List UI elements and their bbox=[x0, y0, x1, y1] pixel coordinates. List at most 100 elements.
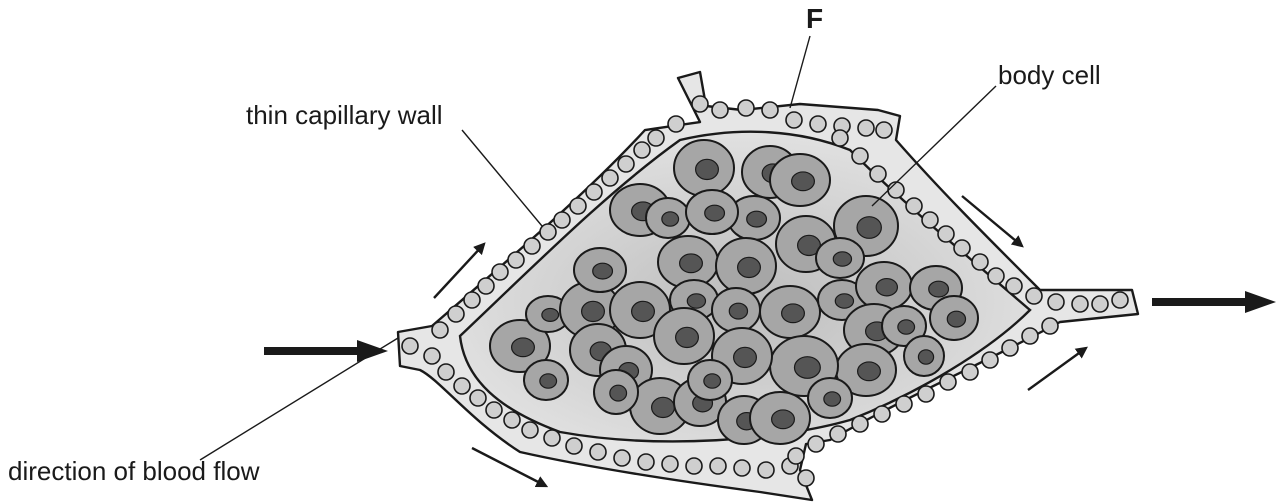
leader-thin-capillary-wall bbox=[462, 130, 542, 226]
blood-cell bbox=[470, 390, 486, 406]
cell-nucleus bbox=[687, 294, 705, 308]
blood-cell bbox=[668, 116, 684, 132]
blood-cell bbox=[602, 170, 618, 186]
cell-nucleus bbox=[794, 357, 820, 379]
blood-cell bbox=[906, 198, 922, 214]
blood-cell bbox=[982, 352, 998, 368]
body-cell bbox=[646, 198, 690, 238]
cell-nucleus bbox=[835, 294, 853, 308]
body-cell bbox=[712, 288, 760, 332]
blood-cell bbox=[618, 156, 634, 172]
blood-cell bbox=[874, 406, 890, 422]
blood-cell bbox=[570, 198, 586, 214]
cell-nucleus bbox=[782, 304, 805, 323]
blood-cell bbox=[540, 224, 556, 240]
blood-cell bbox=[638, 454, 654, 470]
label-body-cell: body cell bbox=[998, 60, 1101, 90]
cell-nucleus bbox=[542, 308, 559, 321]
blood-cell bbox=[808, 436, 824, 452]
body-cell bbox=[524, 360, 568, 400]
blood-cell bbox=[438, 364, 454, 380]
blood-cell bbox=[524, 238, 540, 254]
cell-nucleus bbox=[662, 212, 679, 226]
blood-cell bbox=[634, 142, 650, 158]
label-thin-capillary-wall: thin capillary wall bbox=[246, 100, 443, 130]
blood-cell bbox=[648, 130, 664, 146]
body-cell bbox=[816, 238, 864, 278]
cell-nucleus bbox=[652, 397, 675, 417]
cell-nucleus bbox=[824, 392, 841, 406]
blood-cell bbox=[454, 378, 470, 394]
blood-cell bbox=[810, 116, 826, 132]
blood-cell bbox=[1092, 296, 1108, 312]
body-cell bbox=[856, 262, 912, 310]
body-cell bbox=[770, 154, 830, 206]
blood-cell bbox=[896, 396, 912, 412]
blood-cell bbox=[758, 462, 774, 478]
blood-cell bbox=[464, 292, 480, 308]
body-cell bbox=[904, 336, 944, 376]
blood-cell bbox=[566, 438, 582, 454]
blood-cell bbox=[1048, 294, 1064, 310]
blood-cell bbox=[614, 450, 630, 466]
flow-arrow-lower-right bbox=[1028, 348, 1086, 390]
blood-cell bbox=[888, 182, 904, 198]
blood-cell bbox=[1072, 296, 1088, 312]
body-cell bbox=[750, 392, 810, 444]
cell-nucleus bbox=[929, 281, 949, 297]
body-cell bbox=[760, 286, 820, 338]
blood-cell bbox=[478, 278, 494, 294]
blood-cell bbox=[962, 364, 978, 380]
cell-nucleus bbox=[676, 327, 699, 347]
cell-nucleus bbox=[898, 320, 915, 334]
blood-cell bbox=[1026, 288, 1042, 304]
cell-nucleus bbox=[540, 374, 557, 388]
body-cell bbox=[574, 248, 626, 292]
blood-cell bbox=[786, 112, 802, 128]
blood-cell bbox=[938, 226, 954, 242]
leader-blood-flow bbox=[200, 338, 398, 460]
blood-cell bbox=[424, 348, 440, 364]
label-F: F bbox=[806, 3, 823, 34]
body-cell bbox=[654, 308, 714, 364]
cell-nucleus bbox=[704, 374, 721, 388]
blood-cell bbox=[852, 148, 868, 164]
blood-cell bbox=[504, 412, 520, 428]
blood-cell bbox=[734, 460, 750, 476]
body-cell bbox=[808, 378, 852, 418]
blood-cell bbox=[798, 470, 814, 486]
cell-nucleus bbox=[582, 301, 605, 321]
cell-nucleus bbox=[632, 301, 655, 321]
blood-cell bbox=[1042, 318, 1058, 334]
blood-cell bbox=[590, 444, 606, 460]
cell-nucleus bbox=[947, 311, 965, 327]
blood-cell bbox=[832, 130, 848, 146]
blood-cell bbox=[788, 448, 804, 464]
body-cell bbox=[716, 238, 776, 294]
body-cell bbox=[688, 360, 732, 400]
blood-cell bbox=[972, 254, 988, 270]
cell-nucleus bbox=[772, 410, 795, 429]
cell-nucleus bbox=[680, 254, 703, 273]
blood-cell bbox=[738, 100, 754, 116]
blood-cell bbox=[954, 240, 970, 256]
cell-nucleus bbox=[876, 279, 897, 296]
cell-nucleus bbox=[512, 338, 535, 357]
cell-nucleus bbox=[610, 385, 627, 401]
blood-cell bbox=[988, 268, 1004, 284]
body-cell bbox=[594, 370, 638, 414]
blood-cell bbox=[544, 430, 560, 446]
blood-cell bbox=[858, 120, 874, 136]
cell-nucleus bbox=[696, 159, 719, 179]
blood-cell bbox=[692, 96, 708, 112]
leader-F bbox=[790, 36, 810, 108]
blood-cell bbox=[508, 252, 524, 268]
cell-nucleus bbox=[729, 303, 747, 319]
blood-cell bbox=[662, 456, 678, 472]
blood-cell bbox=[522, 422, 538, 438]
blood-cell bbox=[870, 166, 886, 182]
blood-cell bbox=[830, 426, 846, 442]
flow-arrow-in-head bbox=[357, 340, 388, 362]
body-cell bbox=[674, 140, 734, 196]
blood-cell bbox=[922, 212, 938, 228]
